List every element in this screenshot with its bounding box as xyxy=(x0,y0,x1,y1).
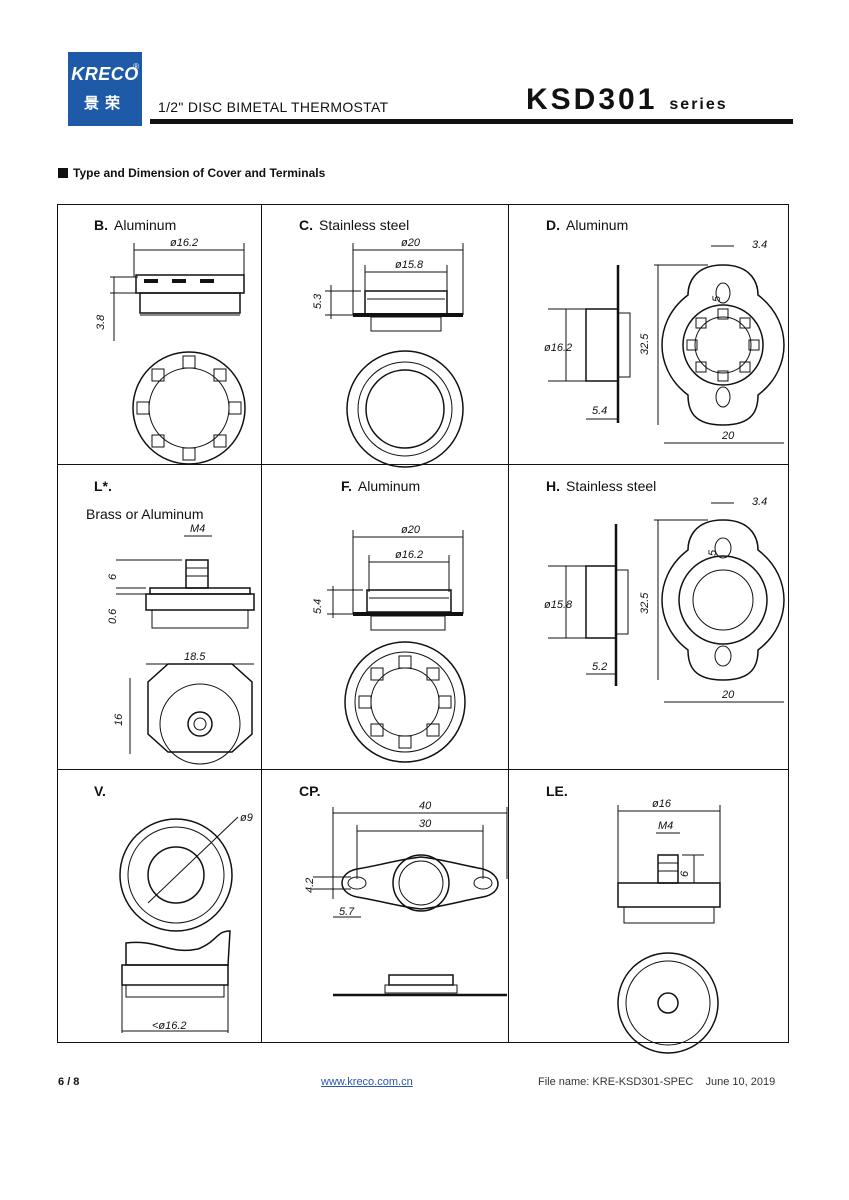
logo-registered-mark: ® xyxy=(133,62,139,71)
grid-divider xyxy=(58,769,788,770)
cover-d-drawing: ø16.2 5.4 3.4 32.5 5 20 xyxy=(544,239,785,444)
section-heading: Type and Dimension of Cover and Terminal… xyxy=(58,166,325,180)
material: Aluminum xyxy=(357,478,421,494)
type-code: F. xyxy=(341,478,352,494)
cell-l-material: Brass or Aluminum xyxy=(86,506,204,522)
dim-l-flange: 0.6 xyxy=(107,608,119,624)
cell-v-label: V. xyxy=(94,783,112,799)
cell-l-label: L*. xyxy=(94,478,118,494)
dim-cp-hole-spacing: 30 xyxy=(419,818,432,830)
cover-v-drawing: ø9 <ø16.2 xyxy=(119,812,253,1033)
material: Stainless steel xyxy=(566,478,657,494)
type-code: CP. xyxy=(299,783,321,799)
cell-d-label: D. Aluminum xyxy=(546,217,628,233)
cell-le-label: LE. xyxy=(546,783,574,799)
cell-l: L*. Brass or Aluminum M4 6 0.6 18.5 16 xyxy=(58,464,261,769)
dim-c-inner-diameter: ø15.8 xyxy=(395,259,424,271)
page-total: / 8 xyxy=(67,1076,80,1088)
dim-f-outer-diameter: ø20 xyxy=(401,524,421,536)
model-series-title: KSD301 series xyxy=(526,83,728,117)
cell-cp: CP. 40 30 4.2 5.7 xyxy=(261,769,508,1044)
dim-d-span: 32.5 xyxy=(639,333,651,355)
dim-c-outer-diameter: ø20 xyxy=(401,237,421,249)
dim-f-height: 5.4 xyxy=(312,599,324,614)
dim-d-width: 20 xyxy=(721,430,735,442)
material: Aluminum xyxy=(566,217,629,233)
model-name: KSD301 xyxy=(526,83,658,116)
dim-l-across-corners: 18.5 xyxy=(184,651,206,663)
cover-l-drawing: M4 6 0.6 18.5 16 xyxy=(107,523,255,765)
cell-c-label: C. Stainless steel xyxy=(299,217,409,233)
header-rule xyxy=(150,119,793,124)
dim-le-thread: M4 xyxy=(658,820,673,832)
dim-cp-slot-width: 4.2 xyxy=(304,878,316,893)
document-title: 1/2" DISC BIMETAL THERMOSTAT xyxy=(158,99,389,115)
dim-h-offset: 5 xyxy=(707,549,719,556)
cover-c-drawing: ø20 ø15.8 5.3 xyxy=(312,237,464,468)
dim-cp-edge: 5.7 xyxy=(339,906,355,918)
cell-h: H. Stainless steel ø15.8 5.2 3.4 32.5 5 2… xyxy=(508,464,790,769)
brand-logo: KRECO ® 景荣 xyxy=(68,52,142,126)
cover-f-drawing: ø20 ø16.2 5.4 xyxy=(312,524,466,763)
dim-h-hole: 3.4 xyxy=(752,496,767,508)
dim-h-thickness: 5.2 xyxy=(592,661,607,673)
cover-cp-drawing: 40 30 4.2 5.7 xyxy=(304,800,508,997)
file-info: File name: KRE-KSD301-SPEC June 10, 2019 xyxy=(538,1076,775,1088)
cell-cp-label: CP. xyxy=(299,783,327,799)
dim-l-across-flats: 16 xyxy=(113,713,125,726)
dim-h-width: 20 xyxy=(721,689,735,701)
dim-le-diameter: ø16 xyxy=(652,798,672,810)
dim-v-inner-diameter: ø9 xyxy=(240,812,253,824)
cell-b: B. Aluminum ø16.2 3.8 xyxy=(58,205,261,465)
dim-b-diameter: ø16.2 xyxy=(170,237,198,249)
cell-v: V. ø9 <ø16.2 xyxy=(58,769,261,1044)
material: Aluminum xyxy=(114,217,177,233)
dim-d-diameter: ø16.2 xyxy=(544,342,572,354)
file-name: File name: KRE-KSD301-SPEC xyxy=(538,1076,694,1088)
dim-cp-overall: 40 xyxy=(419,800,432,812)
dim-c-height: 5.3 xyxy=(312,293,324,309)
page-current: 6 xyxy=(58,1076,65,1088)
material: Stainless steel xyxy=(319,217,410,233)
dim-le-stud-height: 6 xyxy=(679,870,691,877)
grid-divider xyxy=(508,205,509,1042)
dim-d-hole: 3.4 xyxy=(752,239,767,251)
dim-d-thickness: 5.4 xyxy=(592,405,607,417)
type-code: B. xyxy=(94,217,108,233)
type-code: V. xyxy=(94,783,106,799)
logo-text: KRECO xyxy=(71,64,139,84)
dim-h-diameter: ø15.8 xyxy=(544,599,573,611)
cover-h-drawing: ø15.8 5.2 3.4 32.5 5 20 xyxy=(544,496,785,703)
cell-f-label: F. Aluminum xyxy=(341,478,420,494)
square-bullet-icon xyxy=(58,168,68,178)
cell-le: LE. ø16 M4 6 xyxy=(508,769,790,1054)
cell-b-label: B. Aluminum xyxy=(94,217,176,233)
cover-b-drawing: ø16.2 3.8 xyxy=(95,237,246,465)
page-number: 6 / 8 xyxy=(58,1076,79,1088)
cover-terminal-grid: B. Aluminum ø16.2 3.8 xyxy=(57,204,790,1054)
section-title: Type and Dimension of Cover and Terminal… xyxy=(73,166,326,180)
type-code: LE. xyxy=(546,783,568,799)
dim-h-span: 32.5 xyxy=(639,592,651,614)
type-code: D. xyxy=(546,217,560,233)
dim-l-thread: M4 xyxy=(190,523,205,535)
model-suffix: series xyxy=(669,96,728,113)
type-code: C. xyxy=(299,217,313,233)
grid-divider xyxy=(261,205,262,1042)
cell-c: C. Stainless steel ø20 ø15.8 5.3 xyxy=(261,205,508,468)
dim-d-offset: 5 xyxy=(711,295,723,302)
cell-d: D. Aluminum ø16.2 5.4 3.4 xyxy=(508,205,790,464)
cover-le-drawing: ø16 M4 6 xyxy=(617,798,721,1054)
dim-v-outer-diameter: <ø16.2 xyxy=(152,1020,187,1032)
dim-l-stud-height: 6 xyxy=(107,573,119,580)
type-code: H. xyxy=(546,478,560,494)
logo-chinese-text: 景荣 xyxy=(83,95,126,112)
dim-b-height: 3.8 xyxy=(95,314,107,330)
cell-h-label: H. Stainless steel xyxy=(546,478,656,494)
dim-f-inner-diameter: ø16.2 xyxy=(395,549,423,561)
file-date: June 10, 2019 xyxy=(705,1076,776,1088)
cell-f: F. Aluminum ø20 ø16.2 5.4 xyxy=(261,464,508,769)
type-code: L*. xyxy=(94,478,112,494)
website-link[interactable]: www.kreco.com.cn xyxy=(321,1076,413,1088)
